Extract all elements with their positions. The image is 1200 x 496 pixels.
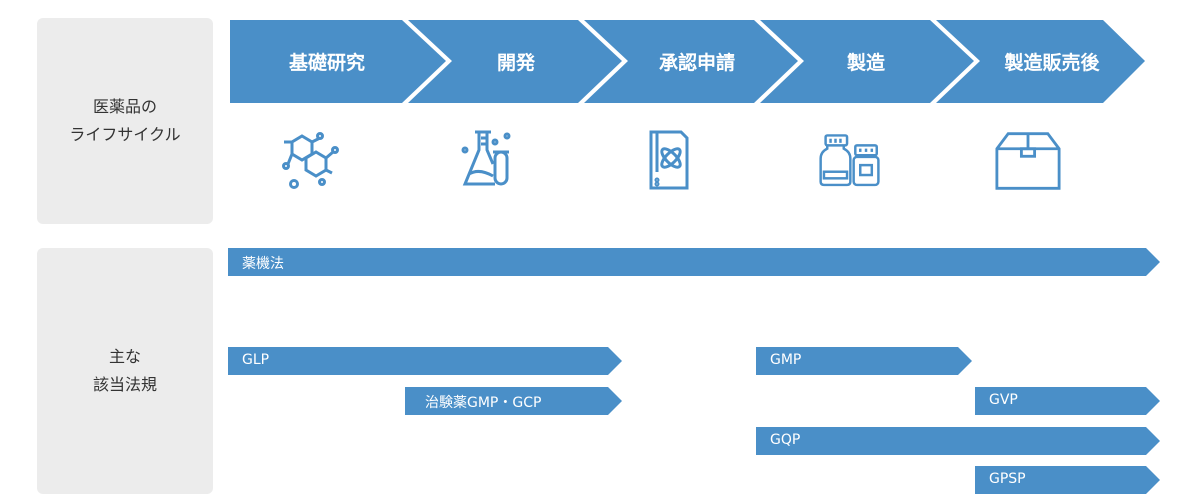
stage-label: 開発 — [496, 52, 536, 74]
bar-arrow — [228, 347, 622, 375]
bar-arrow — [756, 427, 1160, 455]
lifecycle-row-header: 医薬品の ライフサイクル — [37, 18, 213, 224]
stage-label: 製造販売後 — [1004, 52, 1100, 74]
stage-label: 承認申請 — [658, 52, 736, 74]
regulations-row-header: 主な 該当法規 — [37, 248, 213, 494]
regulation-label: 治験薬GMP・GCP — [425, 395, 542, 411]
lifecycle-flow — [230, 20, 1145, 103]
stage-chevron-1 — [230, 20, 446, 103]
bar-arrow — [975, 387, 1160, 415]
regulation-bar-glp: GLP — [228, 347, 624, 375]
regulation-bar-gvp: GVP — [975, 387, 1162, 415]
regulation-label: GVP — [989, 392, 1018, 408]
bar-arrow — [756, 347, 972, 375]
regulation-label: 薬機法 — [242, 256, 284, 272]
regulation-bar-gmp: GMP — [756, 347, 974, 375]
molecule-icon — [282, 132, 339, 189]
lifecycle-label-line1: 医薬品の — [92, 97, 157, 116]
regulation-bar-gpsp: GPSP — [975, 466, 1162, 494]
stage-chevron-5 — [936, 20, 1145, 103]
stage-label: 製造 — [846, 52, 886, 74]
box-icon — [995, 132, 1061, 190]
stage-chevron-4 — [760, 20, 974, 103]
stage-chevron-3 — [584, 20, 798, 103]
regulation-bar-investigational-gmp-gcp: 治験薬GMP・GCP — [405, 387, 624, 415]
lifecycle-label-line2: ライフサイクル — [69, 125, 181, 144]
document-atom-icon — [649, 130, 689, 190]
flask-icon — [461, 130, 511, 186]
medicine-bottles-icon — [819, 134, 880, 187]
regulation-label: GLP — [242, 352, 270, 368]
bar-arrow — [228, 248, 1160, 276]
stage-chevron-2 — [408, 20, 622, 103]
regulation-label: GPSP — [989, 471, 1026, 487]
bar-arrow — [405, 387, 622, 415]
regulations-label-line1: 主な — [108, 347, 141, 366]
regulations-label-line2: 該当法規 — [92, 375, 157, 394]
bar-arrow — [975, 466, 1160, 494]
regulation-label: GMP — [770, 352, 802, 368]
regulation-bar-gqp: GQP — [756, 427, 1162, 455]
regulation-bar-yakkiho: 薬機法 — [228, 248, 1162, 276]
stage-label: 基礎研究 — [288, 52, 366, 74]
regulation-label: GQP — [770, 432, 801, 448]
